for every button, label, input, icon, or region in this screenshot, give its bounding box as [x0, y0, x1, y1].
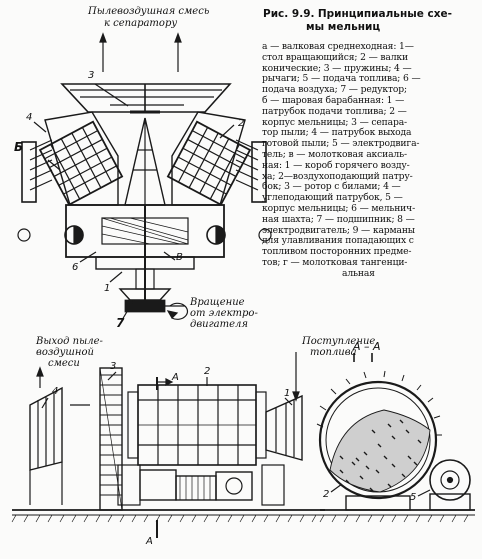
callout-4-top: 4 — [26, 112, 33, 123]
callout-3-top: 3 — [88, 70, 95, 81]
callout-7-top: 7 — [116, 316, 125, 330]
caption-line: электродвигатель; 9 — карманы — [262, 224, 415, 236]
label-from-electro: от электро- — [190, 308, 258, 319]
callout-v-top: В — [176, 252, 183, 263]
caption-line: патрубок подачи топлива; 2 — — [262, 105, 407, 117]
section-aa-title: A – A — [353, 340, 381, 353]
callout-3-bottom: 3 — [110, 361, 117, 372]
label-fuel-inlet-line1: Поступление — [302, 336, 376, 347]
caption-line: б — шаровая барабанная: 1 — — [262, 95, 405, 106]
section-mark-a-bottom: A — [146, 536, 153, 547]
label-outlet-line1: Выход пыле- — [36, 336, 103, 347]
callout-6-top: 6 — [72, 262, 79, 273]
caption-line: ная шахта; 7 — подшипник; 8 — — [262, 213, 415, 225]
caption-line: корпус мельницы; 6 — мельнич- — [262, 203, 416, 214]
label-rotation: Вращение — [190, 297, 245, 308]
callout-1-top: 1 — [104, 283, 111, 294]
caption-line: стол вращающийся; 2 — валки — [262, 51, 408, 63]
caption-line: корпус мельницы; 3 — сепара- — [262, 116, 407, 128]
label-dust-air-mix: Пылевоздушная смесь — [88, 6, 210, 17]
figure-title-line2: мы мельниц — [306, 21, 381, 33]
caption-line: готовой пыли; 5 — электродвига- — [262, 138, 420, 150]
section-aa-drawing — [316, 353, 475, 523]
caption-line: углеподающий патрубок, 5 — — [262, 192, 403, 204]
caption-line: тор пыли; 4 — патрубок выхода — [262, 127, 412, 139]
caption-line: а — валковая среднеходная: 1— — [262, 41, 414, 52]
label-fuel-inlet-line2: топлива — [310, 347, 357, 358]
figure-title: Рис. 9.9. Принципиальные схе- — [263, 8, 452, 21]
caption-line: для улавливания попадающих с — [262, 235, 414, 247]
label-outlet-line2: воздушной — [36, 347, 94, 358]
caption-line: конические; 3 — пружины; 4 — — [262, 62, 412, 74]
caption-line: рычаги; 5 — подача топлива; 6 — — [262, 73, 421, 85]
callout-b-top: Б — [14, 140, 24, 154]
figure-number: Рис. 9.9. — [263, 8, 315, 20]
label-outlet-line3: смеси — [48, 358, 80, 369]
callout-5-section: 5 — [410, 492, 417, 503]
caption-line: альная — [342, 267, 375, 279]
ball-mill-drawing — [11, 352, 325, 538]
section-mark-a-top: A — [172, 372, 179, 383]
caption-line: топливом посторонних предме- — [262, 246, 412, 258]
caption-line: ха; 2—воздухоподающий патру- — [262, 170, 413, 182]
figure-title-line1: Принципиальные схе- — [317, 8, 452, 20]
callout-2-bottom: 2 — [204, 366, 211, 377]
callout-2-top: 2 — [238, 118, 245, 129]
caption-line: ная: 1 — короб горячего возду- — [262, 159, 410, 171]
caption-line: подача воздуха; 7 — редуктор; — [262, 84, 407, 96]
caption-line: тель; в — молотковая аксиаль- — [262, 149, 407, 160]
label-motor: двигателя — [190, 319, 249, 330]
callout-4-bottom: 4 — [52, 386, 59, 397]
callout-2-section: 2 — [323, 489, 330, 500]
roller-mill-drawing — [17, 32, 272, 321]
figure-title-line2-wrap: мы мельниц — [306, 21, 380, 34]
label-to-separator: к сепаратору — [104, 18, 178, 29]
caption-line: бок; 3 — ротор с билами; 4 — — [262, 181, 401, 193]
caption-line: тов; г — молотковая тангенци- — [262, 257, 408, 268]
callout-1-bottom: 1 — [284, 388, 291, 399]
